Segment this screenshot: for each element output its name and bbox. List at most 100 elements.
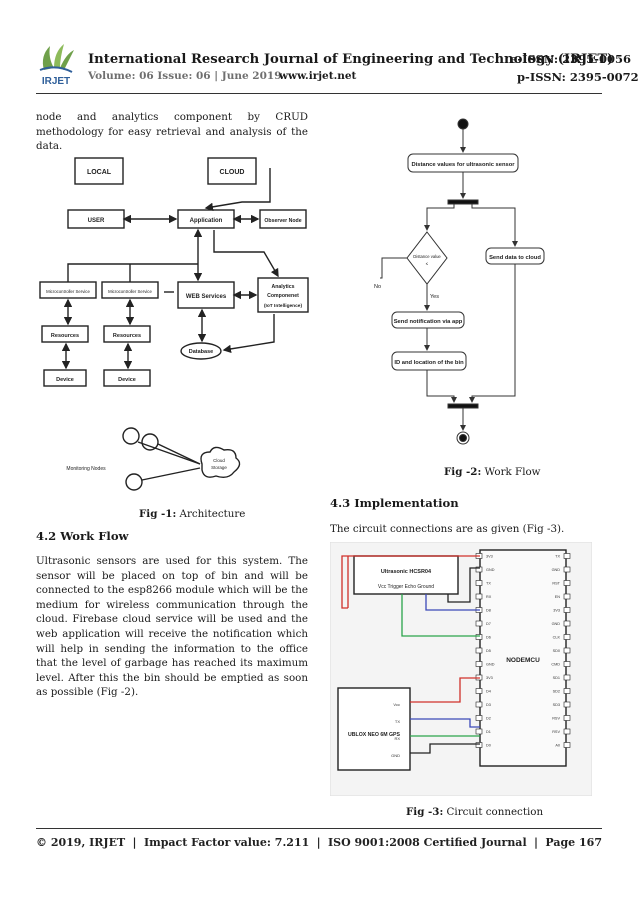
nodemcu-right-pin-label: RSV [552,730,560,734]
nodemcu-board [479,549,567,767]
nodemcu-left-pin-label: D5 [486,649,491,653]
echo-wire [425,594,480,611]
fig1-caption-text: Architecture [179,508,246,520]
id-location-label: ID and location of the bin [394,360,464,366]
cloud-storage-label-2: Storage [211,465,227,470]
yes-label: Yes [430,294,439,300]
local-box [74,157,124,185]
distance-label: Distance values for ultrasonic sensor [411,162,515,168]
nodemcu-left-pin [475,688,483,694]
nodemcu-left-pin [475,620,483,627]
footer-separator-3: | [534,836,539,849]
fig2-caption: Fig -2: Work Flow [444,466,541,478]
nodemcu-right-pin-label: TX [555,555,560,559]
monitoring-nodes-label: Monitoring Nodes [66,466,106,472]
decision-label-1: Distance value [413,254,441,259]
analytics-label-3: (IoT Intelligence) [264,303,303,309]
nodemcu-left-pin-label: D7 [486,622,491,626]
nodemcu-left-pin [475,701,483,708]
gps-module-box [337,687,411,771]
database-label: Database [189,349,213,355]
gps-pin-rx: RX [394,736,400,741]
ultrasonic-sensor-label: Ultrasonic HCSR04 [381,569,432,575]
section-4-3-heading: 4.3 Implementation [330,496,459,510]
observer-node-label: Observer Node [264,218,301,224]
gps-pin-vcc: Vcc [393,702,400,707]
nodemcu-left-pin-label: D1 [486,730,491,734]
section-4-2-paragraph: Ultrasonic sensors are used for this sys… [36,555,308,699]
nodemcu-right-pin [563,688,571,694]
nodemcu-left-pin-label: D6 [486,636,491,640]
e-issn: e-ISSN: 2395-0056 [510,52,631,66]
nodemcu-left-pin [475,566,483,573]
nodemcu-left-pin [475,647,483,654]
nodemcu-right-pin [563,634,571,640]
nodemcu-right-pin-label: A0 [555,744,560,748]
gnd-wire-gps [410,743,480,754]
analytics-box [257,277,309,313]
ground-wire-sensor [447,567,480,603]
nodemcu-right-pin-label: SD3 [553,703,560,707]
nodemcu-right-pin [563,607,571,613]
nodemcu-right-pin-label: SD1 [553,676,560,680]
nodemcu-right-pin [563,674,571,681]
fig3-caption-text: Circuit connection [446,806,544,818]
nodemcu-left-pin [475,580,483,586]
nodemcu-left-pin-label: GND [486,663,495,667]
nodemcu-right-pin-label: RSV [552,717,560,721]
monitoring-node-1 [122,427,140,445]
nodemcu-left-pin-label: D4 [486,690,491,694]
gps-module-label: UBLOX NEO 6M GPS [348,732,400,738]
nodemcu-left-pin [475,593,483,600]
section-4-2-heading: 4.2 Work Flow [36,529,129,543]
nodemcu-left-pin-label: TX [486,582,491,586]
nodemcu-right-pin [563,580,571,586]
id-location-activity [391,351,467,371]
nodemcu-right-pin-label: RST [552,582,560,586]
footer-separator-2: | [316,836,321,849]
nodemcu-right-pin [563,715,571,721]
architecture-figure: LOCAL CLOUD USER Application Observer No… [39,157,309,491]
decision-label-2: ≤ [426,261,429,266]
nodemcu-right-pin-label: CLK [553,636,561,640]
local-label: LOCAL [87,169,112,176]
resources-1-box [41,325,89,343]
logo-text: IRJET [42,76,70,87]
nodemcu-left-pin-label: D8 [486,609,491,613]
nodemcu-left-pin [475,634,483,640]
cloud-box [207,157,257,185]
nodemcu-right-pin [563,553,571,559]
ultrasonic-pin-labels: Vcc Trigger Echo Ground [378,584,434,590]
nodemcu-left-pin [475,742,483,748]
monitoring-node-3 [125,473,143,491]
journal-title: International Research Journal of Engine… [88,52,614,67]
tx-wire-gps [410,718,480,728]
start-node [457,118,469,130]
nodemcu-right-pin [563,647,571,654]
microcontroller-service-2-label: Microcontroller Service [108,289,152,294]
nodemcu-right-pin [563,742,571,748]
device-1-box [43,369,87,387]
nodemcu-right-pin-label: SD0 [553,649,560,653]
nodemcu-right-pin [563,701,571,708]
nodemcu-left-pin-label: D2 [486,717,491,721]
footer: © 2019, IRJET | Impact Factor value: 7.2… [36,836,602,849]
volume-info: Volume: 06 Issue: 06 | June 2019 [88,70,282,82]
no-label: No [374,284,381,290]
nodemcu-left-pin-label: D0 [486,744,491,748]
nodemcu-right-pin-label: 3V3 [553,609,560,613]
end-node [459,434,467,442]
fig1-caption-label: Fig -1: [139,508,177,520]
vcc-wire-gps [410,677,480,703]
nodemcu-left-pin [475,661,483,667]
resources-1-label: Resources [51,333,79,339]
nodemcu-right-pin [563,620,571,627]
nodemcu-left-pin-label: D3 [486,703,491,707]
irjet-logo: IRJET [36,44,76,88]
device-2-label: Device [118,377,136,383]
website-link[interactable]: www.irjet.net [279,70,357,82]
nodemcu-right-pins: TXGNDRSTEN3V3GNDCLKSD0CMDSD1SD2SD3RSVRSV… [551,553,571,748]
microcontroller-service-1-label: Microcontroller Service [46,289,90,294]
footer-rule [36,828,602,829]
